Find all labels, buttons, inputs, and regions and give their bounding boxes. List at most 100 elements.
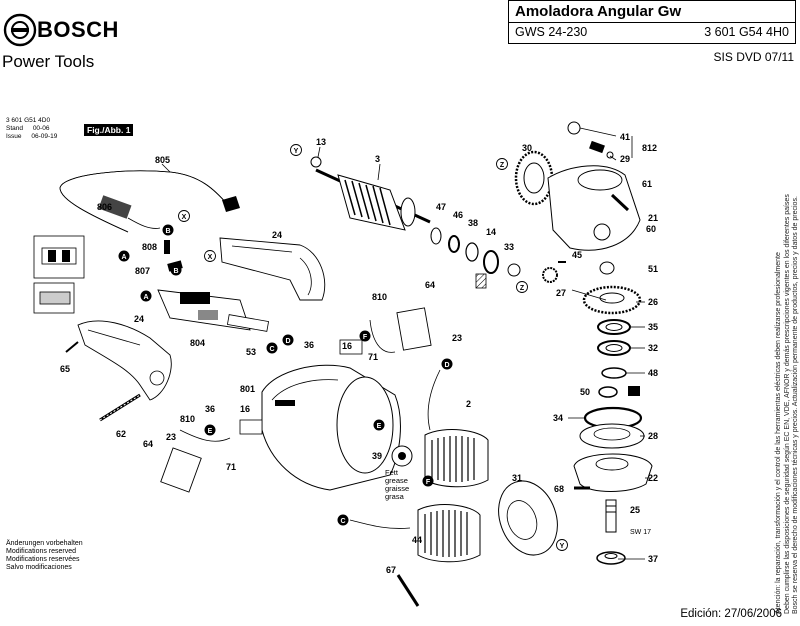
cable-clamp-inset [33, 235, 85, 314]
label-25: 25 [630, 505, 640, 515]
label-22: 22 [648, 473, 658, 483]
changes-line-fr: Modifications reservées [6, 556, 80, 563]
marker-b-2: B [173, 268, 178, 275]
power-cable [59, 170, 240, 233]
marker-f-1: F [363, 334, 368, 341]
handle-lower [77, 320, 172, 401]
label-34: 34 [553, 413, 563, 423]
info-part-number: 3 601 G51 4D0 [6, 117, 51, 124]
title-box: Amoladora Angular Gw GWS 24-230 3 601 G5… [508, 0, 796, 44]
label-45: 45 [572, 250, 582, 260]
info-stand-label: Stand [6, 125, 23, 132]
label-41: 41 [620, 132, 630, 142]
grease-label-en: grease [385, 476, 408, 485]
product-title: Amoladora Angular Gw [515, 3, 682, 20]
label-65: 65 [60, 364, 70, 374]
label-53: 53 [246, 347, 256, 357]
label-808: 808 [142, 242, 157, 252]
label-35: 35 [648, 322, 658, 332]
label-805: 805 [155, 155, 170, 165]
marker-y-1: Y [294, 148, 299, 155]
changes-note: Änderungen vorbehalten Modifications res… [6, 540, 83, 572]
label-29: 29 [620, 154, 630, 164]
armature-bearings [430, 227, 521, 289]
label-14: 14 [486, 227, 496, 237]
brand-name: BOSCH [37, 17, 119, 42]
marker-x-1: X [182, 214, 187, 221]
label-806: 806 [97, 202, 112, 212]
label-71-lower: 71 [226, 462, 236, 472]
brush-holders [160, 307, 432, 493]
grease-note: Fett grease graisse grasa [385, 468, 409, 501]
label-810-upper: 810 [372, 292, 387, 302]
label-30: 30 [522, 143, 532, 153]
label-810-lower: 810 [180, 414, 195, 424]
label-16-upper: 16 [342, 341, 352, 351]
label-27: 27 [556, 288, 566, 298]
label-68: 68 [554, 484, 564, 494]
label-46: 46 [453, 210, 463, 220]
part-number-labels: 805 806 808 807 804 24 24 65 62 64 64 81… [60, 132, 658, 575]
changes-line-de: Änderungen vorbehalten [6, 540, 83, 547]
marker-f-2: F [426, 479, 431, 486]
version-info: 3 601 G51 4D0 Stand 00-06 Issue 06-09-19 [6, 117, 57, 141]
label-71-upper: 71 [368, 352, 378, 362]
edition-date: Edición: 27/06/2006 [680, 608, 782, 620]
circlip-48 [601, 367, 627, 379]
label-28: 28 [648, 431, 658, 441]
marker-x-2: X [208, 254, 213, 261]
label-801: 801 [240, 384, 255, 394]
flange-22 [573, 453, 653, 492]
bearing-flange-28 [579, 423, 645, 449]
fan [391, 445, 413, 467]
marker-c-2: C [340, 518, 345, 525]
label-24-lower: 24 [134, 314, 144, 324]
marker-z-1: Z [500, 162, 505, 169]
reference-markers: X X Y Y Z Z [178, 144, 568, 551]
marker-e-2: E [377, 423, 382, 430]
label-62: 62 [116, 429, 126, 439]
leader-lines [161, 127, 650, 560]
label-33: 33 [504, 242, 514, 252]
bearing-35 [597, 319, 631, 335]
label-3: 3 [375, 154, 380, 164]
bearing-32 [597, 340, 631, 356]
label-32: 32 [648, 343, 658, 353]
bearing-50 [598, 386, 640, 398]
label-38: 38 [468, 218, 478, 228]
label-47: 47 [436, 202, 446, 212]
flange-nut-37 [596, 551, 626, 565]
field-coil-lower [349, 504, 481, 563]
handle-upper [219, 237, 326, 301]
crown-gear [514, 150, 554, 206]
label-807: 807 [135, 266, 150, 276]
gear-housing [547, 165, 641, 251]
grease-label-es: grasa [385, 492, 405, 501]
label-67: 67 [386, 565, 396, 575]
marker-y-2: Y [560, 543, 565, 550]
label-37: 37 [648, 554, 658, 564]
label-48: 48 [648, 368, 658, 378]
info-stand-value: 00-06 [32, 125, 50, 132]
doc-code: SIS DVD 07/11 [713, 50, 794, 64]
motor-housing [261, 364, 401, 491]
spindle-25 [605, 499, 617, 533]
figure-label: Fig./Abb. 1 [84, 124, 134, 136]
label-36-upper: 36 [304, 340, 314, 350]
label-64-right: 64 [425, 280, 435, 290]
bosch-logo [3, 13, 37, 47]
label-2: 2 [466, 399, 471, 409]
label-60: 60 [646, 224, 656, 234]
field-coil-upper [424, 369, 489, 488]
info-issue-label: Issue [6, 133, 22, 140]
label-23-left: 23 [166, 432, 176, 442]
label-31: 31 [512, 473, 522, 483]
model-name: GWS 24-230 [515, 25, 588, 39]
label-44: 44 [412, 535, 422, 545]
brand-subtitle: Power Tools [2, 52, 95, 71]
grease-label-fr: graisse [385, 484, 409, 493]
label-26: 26 [648, 297, 658, 307]
sw-note: SW 17 [630, 529, 651, 536]
changes-line-en: Modifications reserved [6, 548, 77, 555]
